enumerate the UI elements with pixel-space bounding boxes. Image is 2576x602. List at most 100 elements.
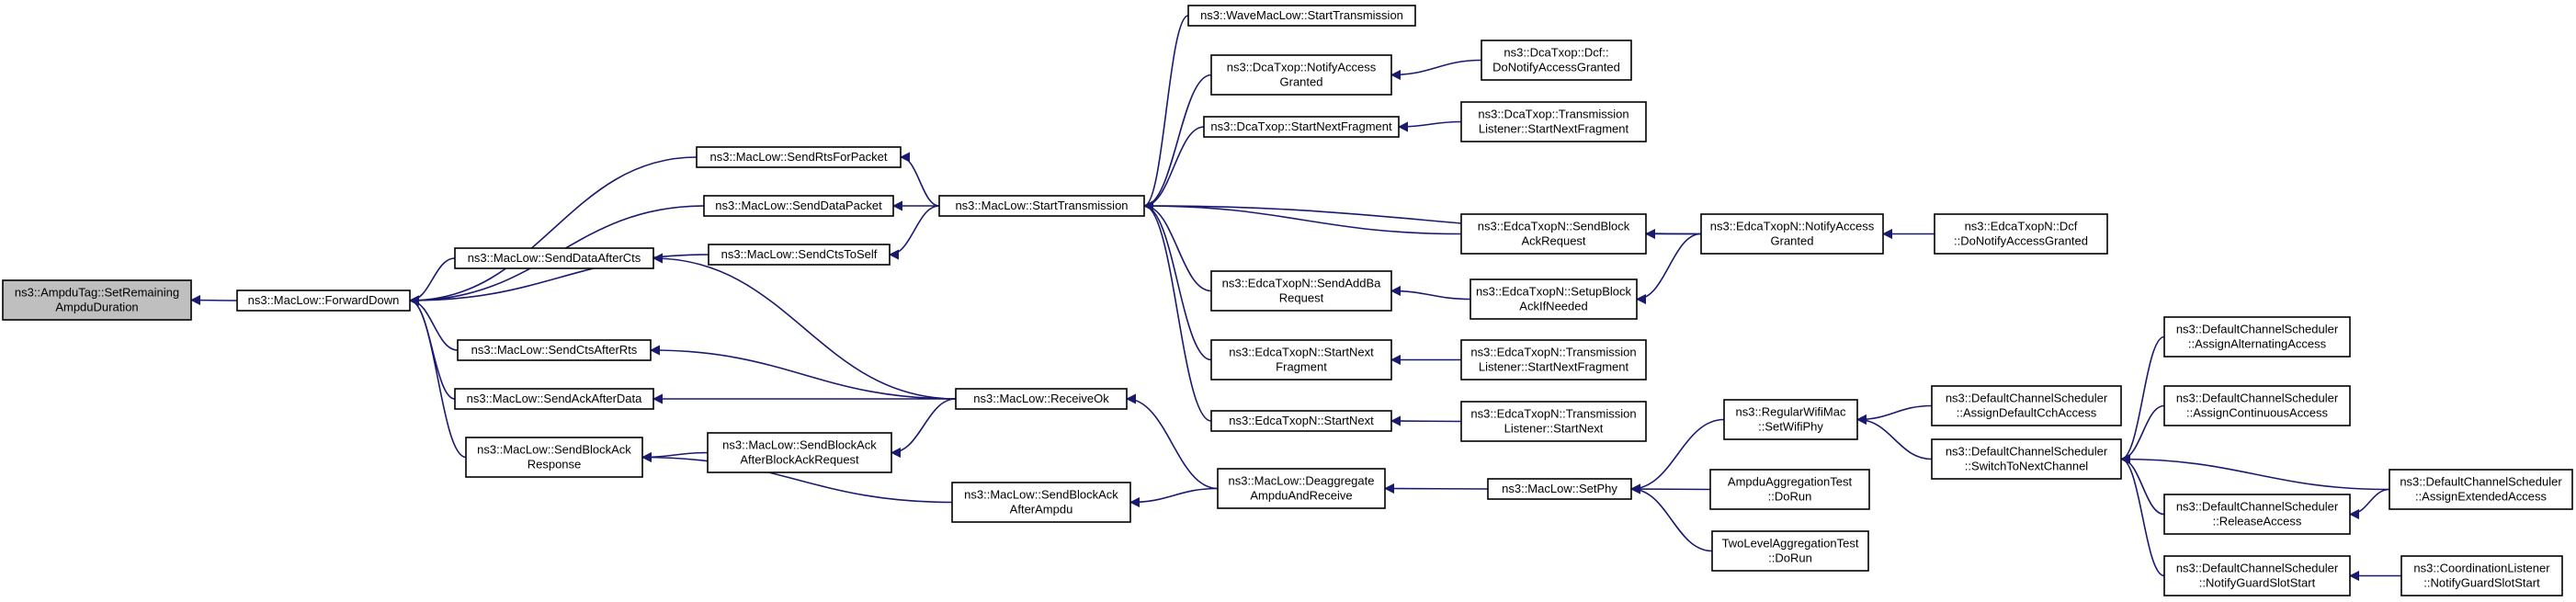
node-box — [1709, 469, 1870, 510]
node-box — [454, 388, 654, 410]
node-label: ns3::DcaTxop::NotifyAccess — [1227, 61, 1377, 74]
node-ns3-defaultchannelscheduler-releaseaccess[interactable]: ns3::DefaultChannelScheduler::ReleaseAcc… — [2163, 494, 2351, 535]
node-ns3-defaultchannelscheduler-notifyguardslotstart[interactable]: ns3::DefaultChannelScheduler::NotifyGuar… — [2163, 555, 2351, 596]
edge-n9-to-n2 — [899, 152, 940, 207]
node-ns3-maclow-sendctsafterrts[interactable]: ns3::MacLow::SendCtsAfterRts — [457, 339, 652, 361]
node-ns3-edcatxopn-dcf-donotifyaccessgranted[interactable]: ns3::EdcaTxopN::Dcf::DoNotifyAccessGrant… — [1934, 213, 2108, 255]
node-ns3-maclow-receiveok[interactable]: ns3::MacLow::ReceiveOk — [955, 388, 1128, 410]
edge-n13-to-n9 — [1142, 15, 1189, 211]
node-label: ::AssignDefaultCchAccess — [1957, 406, 2097, 420]
edge-n26-to-n19 — [1383, 483, 1489, 494]
edge-n38-to-n36 — [2348, 488, 2390, 520]
node-label: Listener::StartNext — [1504, 422, 1604, 436]
node-ns3-dcatxop-dcf-donotifyaccessgranted[interactable]: ns3::DcaTxop::Dcf::DoNotifyAccessGranted — [1481, 40, 1632, 81]
node-label: ::DoNotifyAccessGranted — [1954, 234, 2088, 248]
node-label: ns3::MacLow::SendAckAfterData — [467, 392, 643, 405]
node-box — [1700, 213, 1884, 255]
node-box — [1187, 5, 1416, 27]
node-box — [2400, 555, 2563, 596]
node-ns3-edcatxopn-transmissionlistener-startnextfragment[interactable]: ns3::EdcaTxopN::TransmissionListener::St… — [1460, 339, 1647, 381]
node-box — [2163, 494, 2351, 535]
node-ns3-defaultchannelscheduler-assignextendedaccess[interactable]: ns3::DefaultChannelScheduler::AssignExte… — [2389, 469, 2573, 510]
node-label: ns3::DcaTxop::Dcf:: — [1504, 46, 1608, 60]
edge-n22-to-n9 — [1142, 200, 1462, 235]
node-box — [1460, 401, 1647, 442]
node-ns3-maclow-sendrtsforpacket[interactable]: ns3::MacLow::SendRtsForPacket — [696, 146, 902, 168]
edge-n20-to-n14 — [1390, 59, 1482, 81]
node-label: Request — [1279, 291, 1324, 305]
node-label: ns3::EdcaTxopN::SetupBlock — [1476, 285, 1632, 299]
node-ns3-dcatxop-startnextfragment[interactable]: ns3::DcaTxop::StartNextFragment — [1203, 116, 1400, 138]
node-ns3-edcatxopn-startnext[interactable]: ns3::EdcaTxopN::StartNext — [1210, 410, 1392, 432]
node-box — [1934, 213, 2108, 255]
node-box — [1460, 339, 1647, 381]
node-label: ::DoRun — [1768, 490, 1812, 504]
node-label: ns3::MacLow::SendBlockAck — [722, 438, 877, 452]
node-box — [454, 247, 654, 269]
node-ns3-wavemaclow-starttransmission[interactable]: ns3::WaveMacLow::StartTransmission — [1187, 5, 1416, 27]
node-label: ::AssignAlternatingAccess — [2188, 337, 2327, 351]
node-ns3-defaultchannelscheduler-assigncontinuousaccess[interactable]: ns3::DefaultChannelScheduler::AssignCont… — [2163, 385, 2351, 426]
node-label: AmpduAggregationTest — [1728, 475, 1853, 489]
node-label: ns3::EdcaTxopN::SendAddBa — [1222, 277, 1381, 290]
node-label: Listener::StartNextFragment — [1479, 122, 1629, 136]
node-box — [707, 432, 892, 473]
node-box — [1210, 410, 1392, 432]
node-ns3-dcatxop-notifyaccessgranted[interactable]: ns3::DcaTxop::NotifyAccessGranted — [1210, 54, 1392, 96]
node-twolevelaggregationtest-dorun[interactable]: TwoLevelAggregationTest::DoRun — [1711, 530, 1869, 572]
node-ns3-maclow-sendctstoself[interactable]: ns3::MacLow::SendCtsToSelf — [708, 244, 891, 266]
node-label: ::SetWifiPhy — [1758, 420, 1823, 434]
node-ns3-maclow-senddataaftercts[interactable]: ns3::MacLow::SendDataAfterCts — [454, 247, 654, 269]
edge-n11-to-n6 — [649, 345, 957, 400]
edge-n9-to-n4 — [888, 205, 940, 260]
nodes-layer: ns3::AmpduTag::SetRemainingAmpduDuration… — [2, 5, 2573, 596]
node-label: ns3::MacLow::ReceiveOk — [973, 392, 1109, 405]
node-ns3-dcatxop-transmissionlistener-startnextfragment[interactable]: ns3::DcaTxop::TransmissionListener::Star… — [1460, 101, 1647, 142]
node-box — [1217, 468, 1386, 509]
node-ns3-maclow-forwarddown[interactable]: ns3::MacLow::ForwardDown — [236, 290, 411, 312]
node-ns3-defaultchannelscheduler-assigndefaultcchaccess[interactable]: ns3::DefaultChannelScheduler::AssignDefa… — [1931, 385, 2122, 426]
node-label: AmpduDuration — [55, 301, 138, 314]
node-box — [1460, 213, 1647, 255]
edge-n5-to-n1 — [408, 257, 456, 306]
node-ns3-defaultchannelscheduler-assignalternatingaccess[interactable]: ns3::DefaultChannelScheduler::AssignAlte… — [2163, 316, 2351, 358]
node-ns3-edcatxopn-startnextfragment[interactable]: ns3::EdcaTxopN::StartNextFragment — [1210, 339, 1392, 381]
node-label: ns3::MacLow::SendCtsToSelf — [721, 247, 878, 261]
edge-n34-to-n33 — [2119, 335, 2165, 465]
node-ns3-defaultchannelscheduler-switchtonextchannel[interactable]: ns3::DefaultChannelScheduler::SwitchToNe… — [1931, 438, 2122, 480]
node-label: ns3::DefaultChannelScheduler — [2176, 500, 2339, 514]
node-label: ns3::AmpduTag::SetRemaining — [15, 286, 179, 300]
node-ns3-coordinationlistener-notifyguardslotstart[interactable]: ns3::CoordinationListener::NotifyGuardSl… — [2400, 555, 2563, 596]
node-box — [236, 290, 411, 312]
node-ns3-maclow-sendackafterdata[interactable]: ns3::MacLow::SendAckAfterData — [454, 388, 654, 410]
node-ampduaggregationtest-dorun[interactable]: AmpduAggregationTest::DoRun — [1709, 469, 1870, 510]
node-ns3-maclow-sendblockackafterblockackrequest[interactable]: ns3::MacLow::SendBlockAckAfterBlockAckRe… — [707, 432, 892, 473]
edge-n6-to-n1 — [408, 295, 459, 351]
node-ns3-edcatxopn-notifyaccessgranted[interactable]: ns3::EdcaTxopN::NotifyAccessGranted — [1700, 213, 1884, 255]
edge-n23-to-n16 — [1390, 285, 1471, 301]
node-ns3-regularwifimac-setwifiphy[interactable]: ns3::RegularWifiMac::SetWifiPhy — [1723, 399, 1858, 440]
node-ns3-maclow-setphy[interactable]: ns3::MacLow::SetPhy — [1487, 478, 1632, 500]
node-box — [1487, 478, 1632, 500]
edge-n16-to-n9 — [1142, 200, 1212, 292]
node-box — [2389, 469, 2573, 510]
node-label: AfterAmpdu — [1010, 503, 1073, 517]
node-label: ns3::MacLow::SendBlockAck — [964, 488, 1118, 502]
node-label: Listener::StartNextFragment — [1479, 360, 1629, 374]
node-ns3-maclow-senddatapacket[interactable]: ns3::MacLow::SendDataPacket — [703, 195, 894, 217]
edge-n8-to-n1 — [408, 295, 467, 459]
node-label: Granted — [1280, 75, 1323, 89]
node-ns3-maclow-starttransmission[interactable]: ns3::MacLow::StartTransmission — [938, 195, 1145, 217]
node-label: ::SwitchToNextChannel — [1965, 460, 2089, 473]
node-label: ns3::MacLow::StartTransmission — [955, 199, 1128, 212]
node-ns3-edcatxopn-transmissionlistener-startnext[interactable]: ns3::EdcaTxopN::TransmissionListener::St… — [1460, 401, 1647, 442]
node-box — [1210, 270, 1392, 312]
